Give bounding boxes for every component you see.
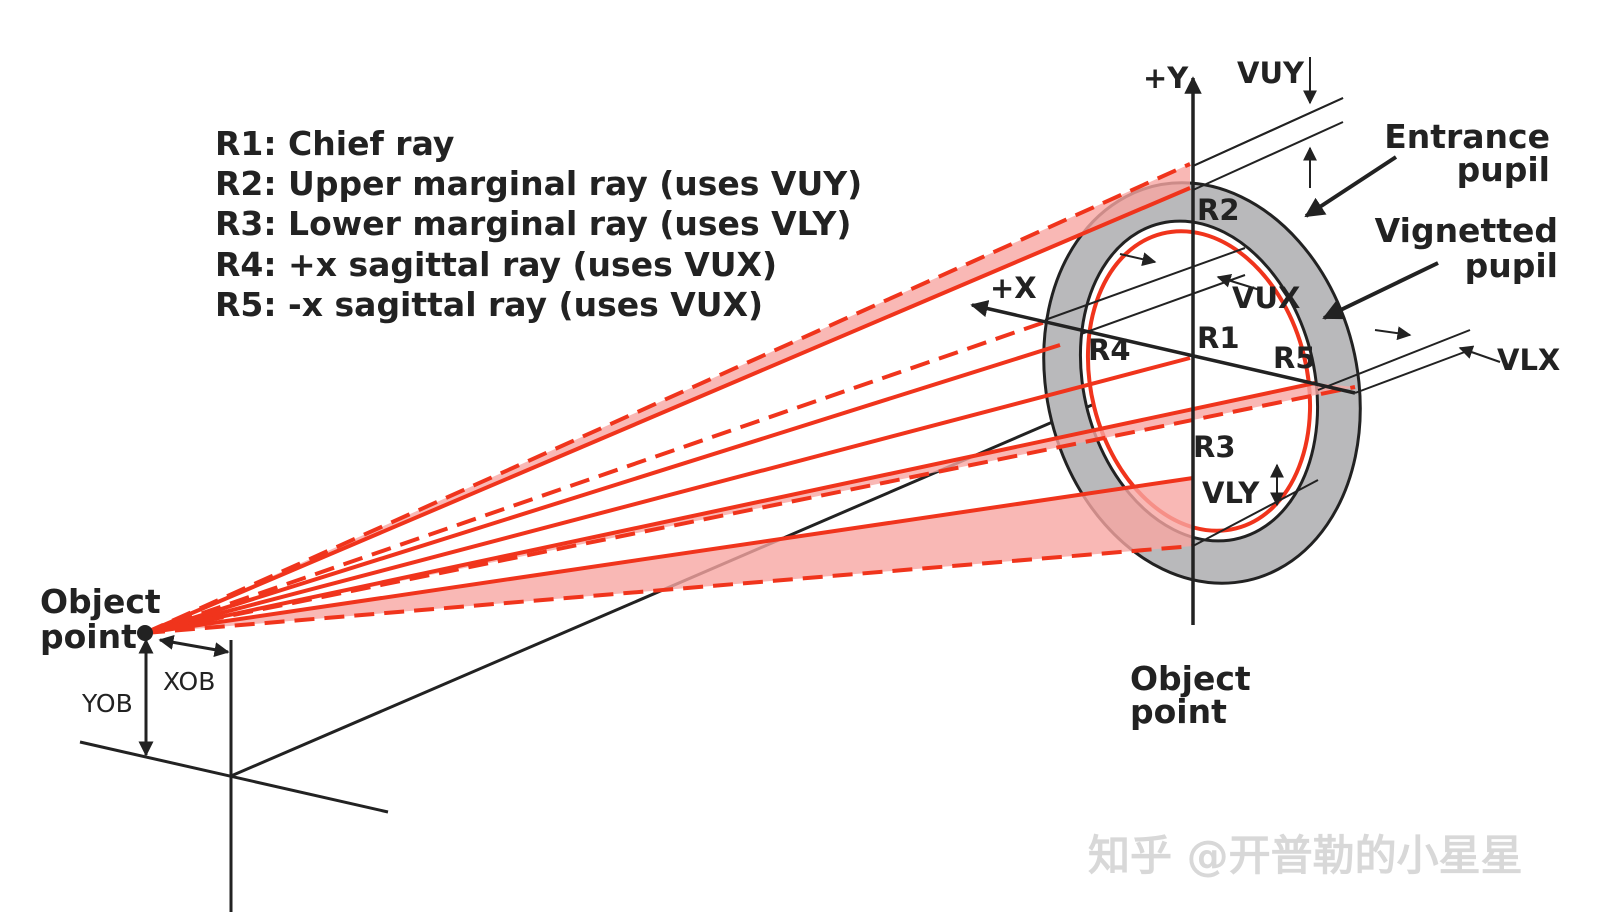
- legend-r2: R2: Upper marginal ray (uses VUY): [215, 164, 862, 203]
- yob-label: YOB: [81, 689, 133, 718]
- vlx-label: VLX: [1497, 343, 1560, 377]
- r4-label: R4: [1088, 333, 1131, 367]
- object-point-left-line2: point: [40, 617, 137, 656]
- entrance-pupil-label-line1: Entrance: [1384, 117, 1550, 156]
- legend-r5: R5: -x sagittal ray (uses VUX): [215, 285, 763, 324]
- r5-label: R5: [1273, 341, 1316, 375]
- plus-y-label: +Y: [1143, 61, 1189, 95]
- vignetted-pupil-label-line1: Vignetted: [1375, 211, 1558, 250]
- object-point-right-line1: Object: [1130, 659, 1251, 698]
- object-point-right-line2: point: [1130, 692, 1227, 731]
- entrance-pupil-label: Entrance pupil: [1384, 117, 1550, 189]
- entrance-pupil-label-line2: pupil: [1457, 150, 1550, 189]
- vignetted-pupil-label-line2: pupil: [1465, 246, 1558, 285]
- watermark-text: 知乎 @开普勒的小星星: [1088, 831, 1523, 880]
- object-point-marker: [137, 625, 153, 641]
- vly-label: VLY: [1202, 476, 1260, 510]
- pupil-pointers: [1304, 155, 1439, 320]
- object-point-group: [137, 625, 230, 757]
- pupil-axes: [970, 76, 1356, 625]
- vuy-label: VUY: [1237, 56, 1305, 90]
- dimension-lines: [1044, 57, 1501, 547]
- vignetted-pupil-ring: [1085, 229, 1313, 533]
- plus-x-label: +X: [990, 271, 1037, 305]
- legend: R1: Chief ray R2: Upper marginal ray (us…: [215, 124, 862, 324]
- legend-r4: R4: +x sagittal ray (uses VUX): [215, 245, 777, 284]
- vignetted-pupil-label: Vignetted pupil: [1375, 211, 1558, 285]
- xob-label: XOB: [163, 667, 215, 696]
- vux-label: VUX: [1232, 281, 1300, 315]
- ray-fans: [144, 162, 1356, 635]
- r1-label: R1: [1197, 321, 1240, 355]
- r3-label: R3: [1193, 430, 1236, 464]
- r2-label: R2: [1197, 193, 1240, 227]
- legend-r3: R3: Lower marginal ray (uses VLY): [215, 204, 851, 243]
- object-point-right-label: Object point: [1130, 659, 1251, 731]
- object-point-left-line1: Object: [40, 582, 161, 621]
- object-point-left-label: Object point: [40, 582, 161, 656]
- legend-r1: R1: Chief ray: [215, 124, 454, 163]
